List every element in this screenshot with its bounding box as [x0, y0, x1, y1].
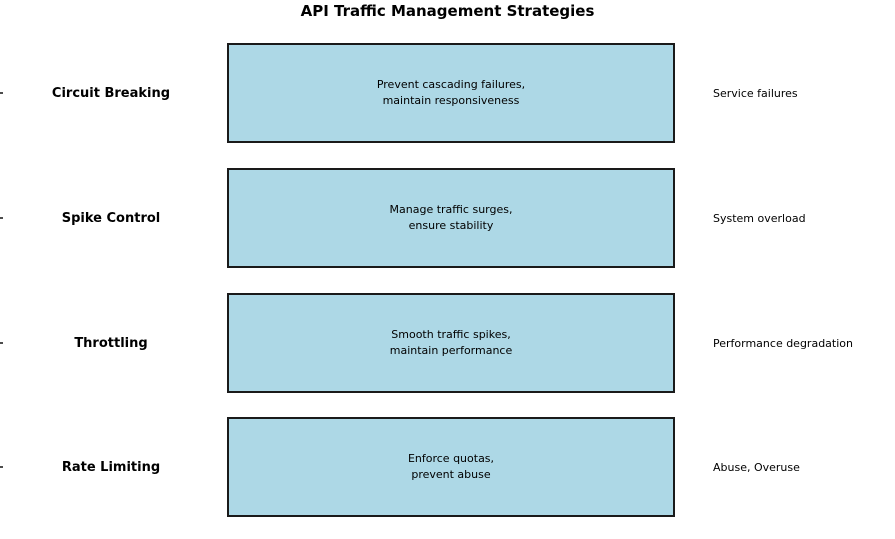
row-spike-control: Spike Control Manage traffic surges, ens…	[0, 168, 895, 268]
row-throttling: Throttling Smooth traffic spikes, mainta…	[0, 293, 895, 393]
purpose-box: Enforce quotas, prevent abuse	[227, 417, 675, 517]
strategy-label: Spike Control	[61, 210, 161, 226]
purpose-box: Manage traffic surges, ensure stability	[227, 168, 675, 268]
strategy-label: Rate Limiting	[61, 459, 161, 475]
purpose-text: Enforce quotas, prevent abuse	[407, 452, 495, 481]
row-circuit-breaking: Circuit Breaking Prevent cascading failu…	[0, 43, 895, 143]
purpose-text: Manage traffic surges, ensure stability	[389, 203, 513, 232]
purpose-box: Smooth traffic spikes, maintain performa…	[227, 293, 675, 393]
row-rate-limiting: Rate Limiting Enforce quotas, prevent ab…	[0, 417, 895, 517]
purpose-text: Prevent cascading failures, maintain res…	[376, 78, 526, 107]
axis-tick	[0, 217, 3, 219]
problem-label: Abuse, Overuse	[713, 460, 800, 474]
problem-label: System overload	[713, 211, 806, 225]
purpose-box: Prevent cascading failures, maintain res…	[227, 43, 675, 143]
axis-tick	[0, 466, 3, 468]
problem-label: Service failures	[713, 86, 798, 100]
strategy-label: Throttling	[74, 335, 148, 351]
strategy-label: Circuit Breaking	[51, 85, 171, 101]
purpose-text: Smooth traffic spikes, maintain performa…	[389, 328, 513, 357]
axis-tick	[0, 92, 3, 94]
diagram-title: API Traffic Management Strategies	[300, 2, 595, 20]
axis-tick	[0, 342, 3, 344]
problem-label: Performance degradation	[713, 336, 853, 350]
